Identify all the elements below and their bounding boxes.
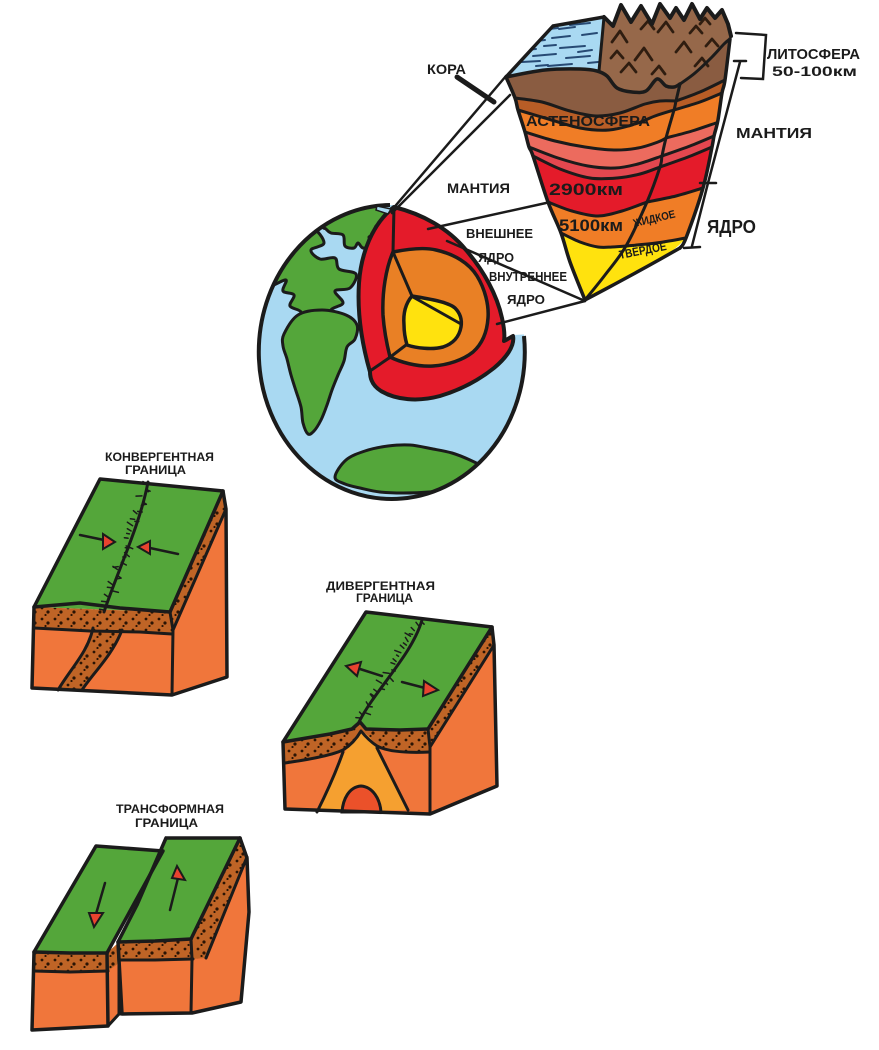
svg-text:ГРАНИЦА: ГРАНИЦА	[135, 816, 198, 830]
svg-text:ГРАНИЦА: ГРАНИЦА	[125, 463, 186, 477]
svg-text:ВНЕШНЕЕ: ВНЕШНЕЕ	[466, 226, 533, 241]
svg-text:МАНТИЯ: МАНТИЯ	[736, 125, 812, 142]
svg-text:КОНВЕРГЕНТНАЯ: КОНВЕРГЕНТНАЯ	[105, 450, 214, 464]
svg-text:ЯДРО: ЯДРО	[507, 292, 545, 307]
svg-text:ДИВЕРГЕНТНАЯ: ДИВЕРГЕНТНАЯ	[326, 579, 435, 593]
svg-text:ТРАНСФОРМНАЯ: ТРАНСФОРМНАЯ	[116, 802, 224, 816]
svg-text:АСТЕНОСФЕРА: АСТЕНОСФЕРА	[526, 113, 650, 130]
svg-text:ГРАНИЦА: ГРАНИЦА	[356, 591, 413, 605]
svg-text:5100км: 5100км	[559, 216, 623, 235]
svg-text:ЛИТОСФЕРА: ЛИТОСФЕРА	[767, 46, 860, 63]
svg-text:КОРА: КОРА	[427, 61, 466, 77]
svg-text:ВНУТРЕННЕЕ: ВНУТРЕННЕЕ	[489, 269, 567, 284]
svg-text:ЯДРО: ЯДРО	[707, 217, 756, 237]
svg-text:ЯДРО: ЯДРО	[478, 250, 514, 265]
svg-text:2900км: 2900км	[549, 180, 623, 199]
svg-text:50-100км: 50-100км	[772, 63, 857, 79]
svg-text:МАНТИЯ: МАНТИЯ	[447, 180, 510, 196]
